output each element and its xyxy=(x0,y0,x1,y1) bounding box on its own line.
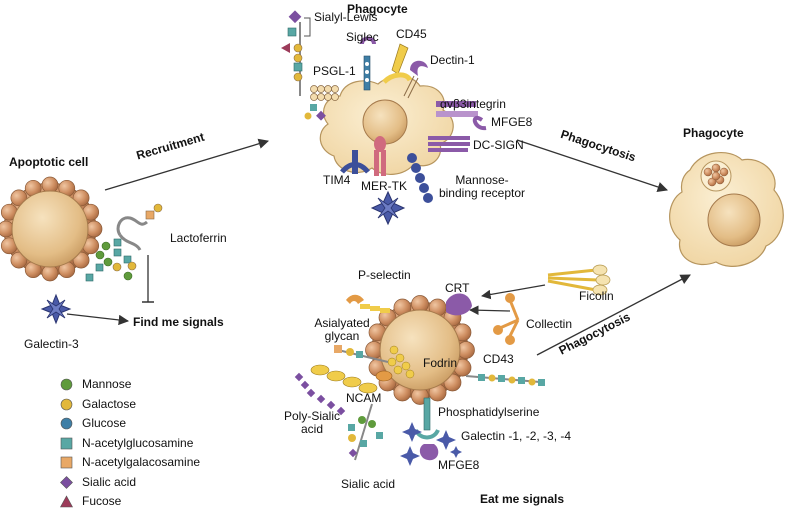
legend-label: Fucose xyxy=(82,494,122,508)
diamond-icon xyxy=(60,475,73,489)
asialyated-glycan xyxy=(334,345,389,363)
phagocyte-top-cell xyxy=(319,75,454,175)
siglec-label: Siglec xyxy=(346,30,379,44)
legend-label: N-acetylgalacosamine xyxy=(82,455,201,469)
fodrin-mesh xyxy=(387,345,415,379)
sialyl-lewis-label: Sialyl-Lewis xyxy=(314,10,378,24)
integrin-receptor xyxy=(436,101,478,117)
dectin-1-receptor xyxy=(403,60,428,99)
galectin-3-label: Galectin-3 xyxy=(24,337,79,351)
circle-icon xyxy=(60,378,73,391)
sialic-acid-glycan xyxy=(348,403,383,461)
dc-sign-label: DC-SIGN xyxy=(473,138,524,152)
collectin-ligand xyxy=(493,293,520,345)
engulfed-bead xyxy=(703,167,713,177)
legend-label: Galactose xyxy=(82,396,137,411)
cd43 xyxy=(465,374,545,386)
arrow-recruitment xyxy=(104,138,269,191)
mannose-binding-receptor-label: Mannose-binding receptor xyxy=(438,173,526,200)
ncam xyxy=(310,364,393,394)
poly-sialic-acid xyxy=(294,372,346,416)
legend-label: Glucose xyxy=(82,416,127,430)
p-selectin-label: P-selectin xyxy=(358,268,411,282)
arrow-find-me xyxy=(66,313,130,326)
inhibition-line-lactoferrin xyxy=(142,255,154,303)
crt-label: CRT xyxy=(445,281,470,295)
galectin-stars-bottom xyxy=(400,422,462,466)
eat-me-signals-label: Eat me signals xyxy=(480,492,565,506)
engulfed-bead xyxy=(711,171,721,181)
poly-sialic-acid-label: Poly-Sialic acid xyxy=(283,409,340,436)
siglec-receptor xyxy=(360,36,376,91)
cd45-receptor xyxy=(382,43,413,84)
galectin-star-top xyxy=(370,190,406,226)
crt-ligand xyxy=(446,293,472,316)
cd45-label: CD45 xyxy=(396,27,427,41)
mannose-binding-receptor xyxy=(407,153,433,203)
phagocyte-top-label: Phagocyte xyxy=(347,2,408,16)
apoptotic-cell xyxy=(0,176,103,282)
p-selectin xyxy=(346,294,390,313)
sialyl-lewis-glycan xyxy=(281,10,311,96)
mer-tk-label: MER-TK xyxy=(361,179,407,193)
arrow-phagocytosis-upper xyxy=(516,139,668,192)
circle-icon xyxy=(60,417,73,430)
arrow-phagocytosis-lower xyxy=(536,274,691,356)
asialyated-glycan-label: Asialyated glycan xyxy=(314,316,370,343)
mfge8-top-ligand xyxy=(472,116,487,131)
psgl-1-label: PSGL-1 xyxy=(313,64,356,78)
phagocyte-right-label: Phagocyte xyxy=(683,126,744,140)
triangle-icon xyxy=(60,495,73,508)
fodrin-label: Fodrin xyxy=(423,356,458,370)
ficolin-label: Ficolin xyxy=(579,289,614,303)
dectin-1-label: Dectin-1 xyxy=(430,53,475,67)
engulfed-bead xyxy=(719,167,729,177)
galectin-3-star xyxy=(40,293,72,325)
collectin-label: Collectin xyxy=(526,317,573,331)
legend-label: Sialic acid xyxy=(82,474,137,489)
apoptotic-cell-label: Apoptotic cell xyxy=(9,155,89,169)
lactoferrin-label: Lactoferrin xyxy=(170,231,227,245)
galectins-label: Galectin -1, -2, -3, -4 xyxy=(461,429,572,443)
ncam-label: NCAM xyxy=(346,391,382,405)
dc-sign-receptor xyxy=(428,136,470,152)
square-icon xyxy=(60,437,73,449)
mfge8-bottom xyxy=(419,444,439,461)
phagocyte-right-cell xyxy=(669,152,784,267)
arrow-ficolin-crt xyxy=(481,284,546,300)
engulfed-bead xyxy=(711,163,721,173)
mfge8-top-label: MFGE8 xyxy=(491,115,533,129)
phosphatidylserine-label: Phosphatidylserine xyxy=(438,405,540,419)
integrin-label: αvβ3integrin xyxy=(440,97,506,111)
arrow-collectin xyxy=(469,305,511,316)
legend-label: N-acetylglucosamine xyxy=(82,435,194,450)
legend-label: Mannose xyxy=(82,377,132,391)
tim4-receptor xyxy=(340,150,370,174)
sialic-acid-label: Sialic acid xyxy=(341,477,396,491)
cd43-label: CD43 xyxy=(483,352,514,366)
engulfed-bead xyxy=(707,177,717,187)
ficolin-ligand xyxy=(547,264,611,296)
mfge8-bottom-label: MFGE8 xyxy=(438,458,480,472)
square-icon xyxy=(60,456,73,469)
tim4-label: TIM4 xyxy=(323,173,351,187)
mer-tk-receptor xyxy=(374,136,386,176)
lactoferrin-glycan xyxy=(85,203,163,282)
find-me-signals-label: Find me signals xyxy=(133,315,224,329)
circle-icon xyxy=(60,398,73,410)
